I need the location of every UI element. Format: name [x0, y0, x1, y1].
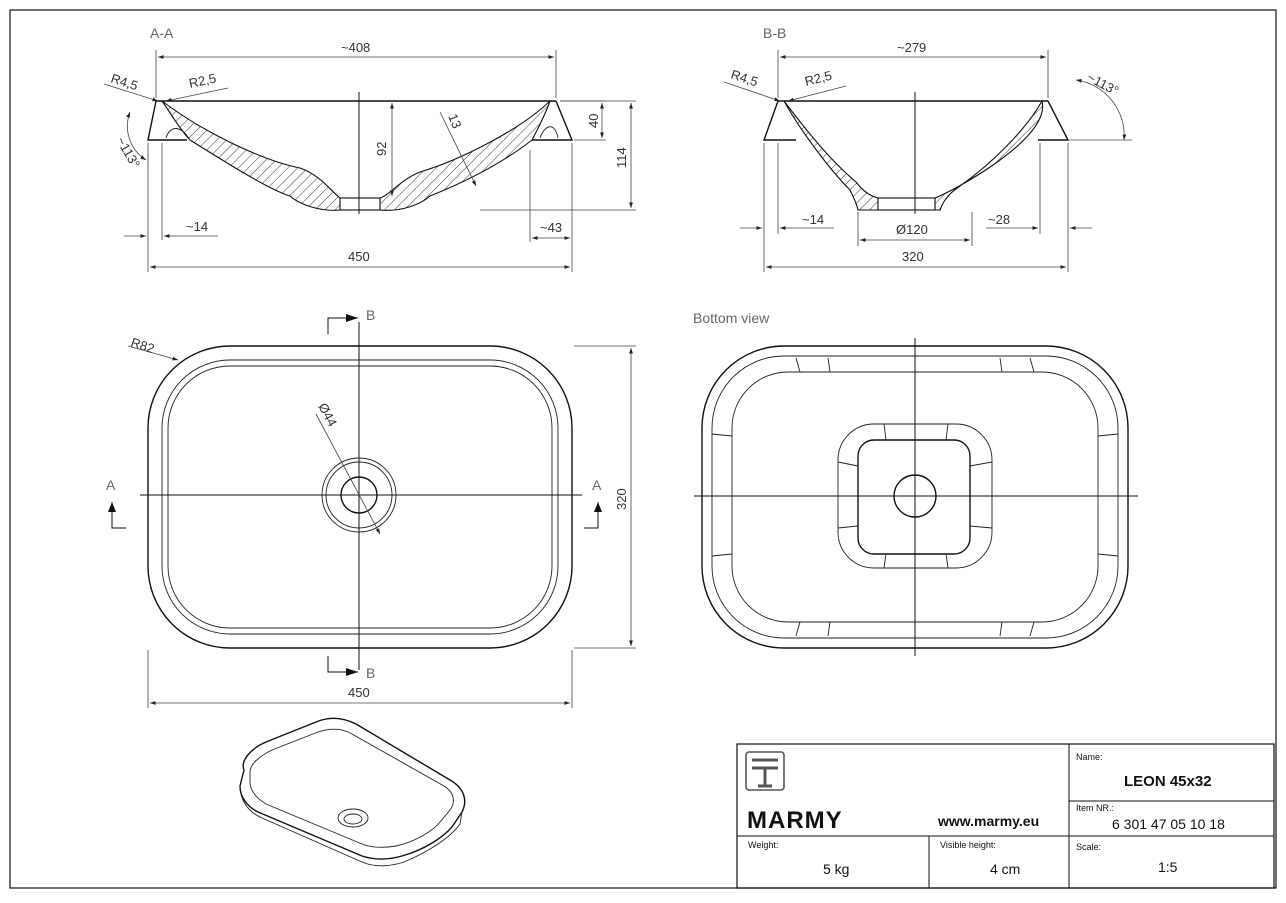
weight-label: Weight:	[748, 840, 778, 850]
dim-aa-depth: 92	[374, 142, 389, 156]
section-bb-view: B-B ~279 R4,5 R2,5 ~113° ~14 Ø	[723, 25, 1132, 272]
top-view: A A B B R82 Ø44 320 450	[106, 307, 636, 708]
dim-aa-r-outer: R4,5	[109, 71, 140, 94]
product-name: LEON 45x32	[1124, 773, 1212, 790]
dim-aa-width: 450	[348, 249, 370, 264]
dim-aa-top-width: ~408	[341, 40, 370, 55]
dim-bb-r-outer: R4,5	[729, 67, 760, 90]
dim-aa-lip-right: ~43	[540, 220, 562, 235]
website: www.marmy.eu	[937, 813, 1039, 829]
bottom-view-label: Bottom view	[693, 310, 770, 326]
scale-label: Scale:	[1076, 842, 1101, 852]
isometric-view	[239, 717, 466, 867]
section-b-marker-top: B	[366, 307, 375, 323]
sheet-border	[9, 9, 1277, 889]
section-bb-label: B-B	[763, 25, 786, 41]
section-aa-label: A-A	[150, 25, 174, 41]
dim-top-corner-radius: R82	[129, 335, 156, 357]
visible-height-label: Visible height:	[940, 840, 996, 850]
dim-aa-r-inner: R2,5	[188, 71, 218, 91]
name-label: Name:	[1076, 752, 1103, 762]
visible-height-value: 4 cm	[990, 861, 1020, 877]
dim-top-height: 320	[614, 488, 629, 510]
dim-bb-r-inner: R2,5	[803, 68, 833, 89]
section-a-marker-right: A	[592, 477, 602, 493]
marmy-logo-icon	[745, 751, 785, 791]
dim-aa-total-height: 114	[614, 147, 629, 168]
dim-aa-wall: 13	[445, 112, 464, 131]
item-nr-label: Item NR.:	[1076, 803, 1114, 813]
dim-bb-drain: Ø120	[896, 222, 928, 237]
brand-name: MARMY	[747, 807, 843, 834]
dim-aa-angle: ~113°	[113, 134, 143, 171]
weight-value: 5 kg	[823, 861, 849, 877]
title-block: MARMY www.marmy.eu Name: LEON 45x32 Item…	[736, 743, 1275, 889]
section-b-marker-bottom: B	[366, 665, 375, 681]
dim-bb-width: 320	[902, 249, 924, 264]
dim-aa-rim-height: 40	[586, 114, 601, 128]
dim-bb-angle: ~113°	[1085, 69, 1122, 98]
item-nr-value: 6 301 47 05 10 18	[1112, 816, 1225, 832]
dim-bb-top-width: ~279	[897, 40, 926, 55]
dim-aa-lip-left: ~14	[186, 219, 208, 234]
bottom-view: Bottom view	[693, 310, 1138, 656]
dim-top-width: 450	[348, 685, 370, 700]
dim-top-drain: Ø44	[315, 400, 340, 429]
dim-bb-lip-right: ~28	[988, 212, 1010, 227]
dim-bb-lip-left: ~14	[802, 212, 824, 227]
section-aa-view: A-A ~408 R4,5 R2,5 ~113° 92	[103, 25, 636, 272]
scale-value: 1:5	[1158, 859, 1178, 875]
section-a-marker-left: A	[106, 477, 116, 493]
